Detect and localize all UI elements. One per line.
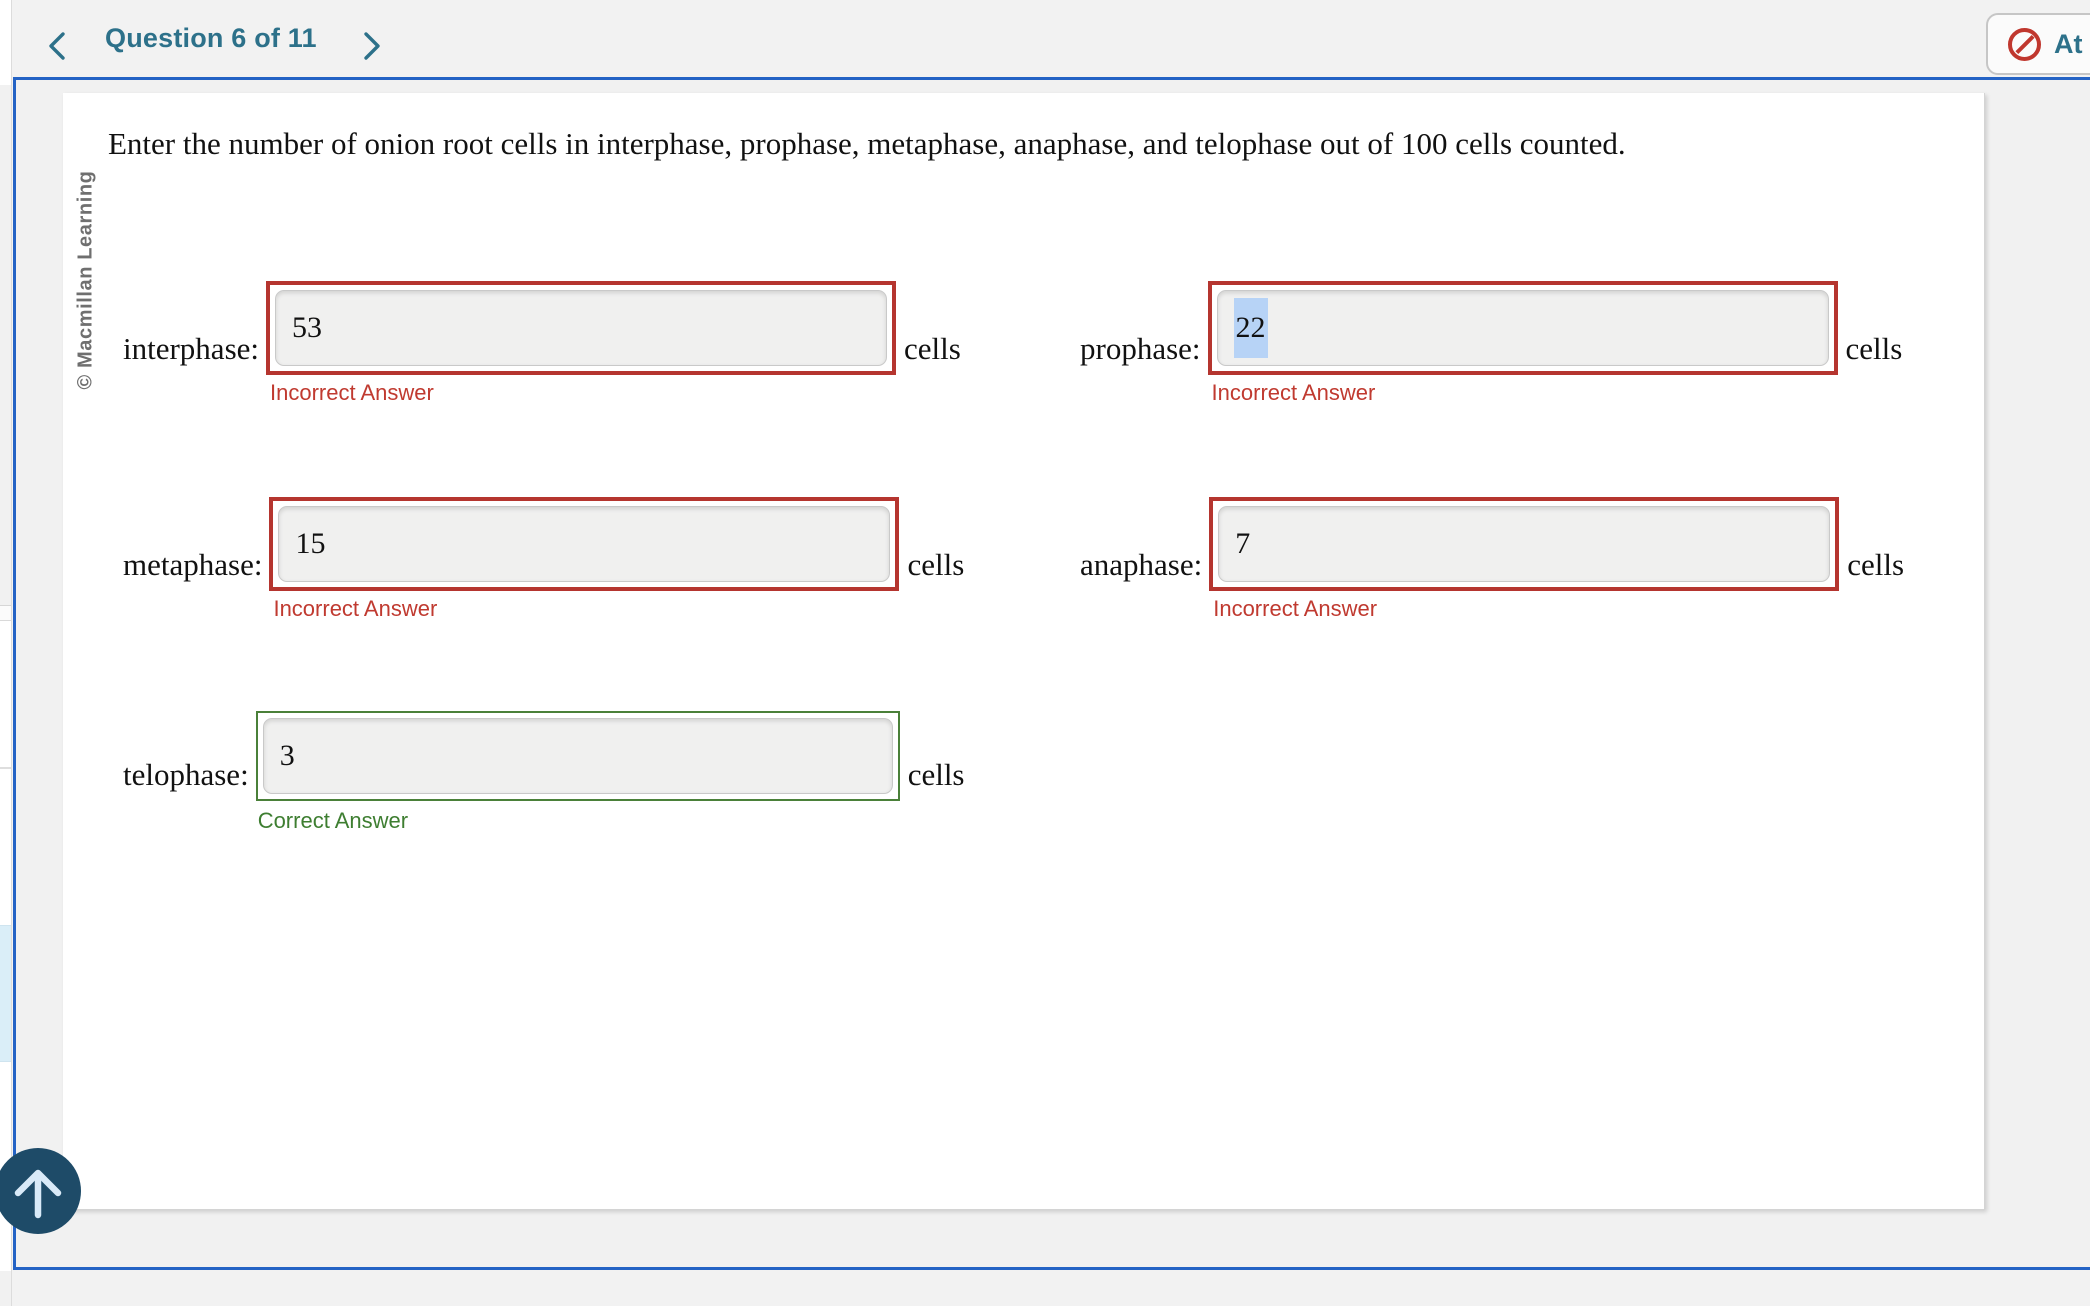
field-label: telophase:: [123, 757, 249, 792]
answer-box-incorrect: 7 Incorrect Answer: [1209, 497, 1840, 621]
left-gutter-segment: [0, 767, 11, 769]
field-row-interphase: interphase: 53 Incorrect Answer cells: [123, 281, 961, 405]
question-nav-bar: Question 6 of 11: [13, 0, 2090, 77]
answer-box-correct: 3 Correct Answer: [255, 711, 900, 833]
attempt-button-label: At: [2054, 28, 2083, 59]
input-value: 3: [279, 739, 295, 772]
field-row-anaphase: anaphase: 7 Incorrect Answer cells: [1080, 497, 1905, 621]
question-text: Enter the number of onion root cells in …: [108, 126, 1626, 161]
chevron-right-icon: [361, 30, 383, 62]
field-row-prophase: prophase: 22 Incorrect Answer cells: [1080, 281, 1903, 405]
input-value: 53: [292, 311, 323, 344]
field-label: interphase:: [123, 331, 260, 366]
feedback-label: Incorrect Answer: [273, 596, 438, 621]
field-label: prophase:: [1080, 331, 1201, 366]
input-value: 15: [295, 527, 326, 560]
selected-input-value: 22: [1233, 298, 1268, 358]
unit-label: cells: [1847, 547, 1905, 582]
question-counter: Question 6 of 11: [105, 23, 317, 53]
answer-box-incorrect: 15 Incorrect Answer: [269, 497, 900, 621]
question-panel: [63, 93, 1985, 1210]
next-question-button[interactable]: [361, 30, 383, 62]
left-gutter: [0, 0, 11, 1306]
unit-label: cells: [907, 547, 965, 582]
answer-box-incorrect: 53 Incorrect Answer: [266, 281, 897, 405]
field-label: metaphase:: [123, 547, 263, 582]
field-label: anaphase:: [1080, 547, 1203, 582]
attempt-button[interactable]: At: [1986, 13, 2090, 75]
input-value: 7: [1235, 527, 1251, 560]
anaphase-input[interactable]: 7: [1218, 506, 1831, 582]
left-gutter-highlight: [0, 925, 11, 1062]
copyright-vertical-text: © Macmillan Learning: [74, 170, 97, 390]
previous-question-button[interactable]: [46, 30, 68, 62]
feedback-label: Incorrect Answer: [270, 380, 434, 405]
prophase-input[interactable]: 22: [1216, 290, 1829, 366]
feedback-label: Incorrect Answer: [1211, 380, 1376, 405]
feedback-label: Incorrect Answer: [1213, 596, 1378, 621]
feedback-label: Correct Answer: [257, 808, 409, 833]
chevron-left-icon: [46, 30, 68, 62]
interphase-input[interactable]: 53: [275, 290, 888, 366]
telophase-input[interactable]: 3: [262, 718, 893, 794]
answer-box-incorrect: 22 Incorrect Answer: [1207, 281, 1838, 405]
left-gutter-divider: [11, 0, 12, 1306]
unit-label: cells: [907, 757, 965, 792]
arrow-up-icon: [8, 1161, 68, 1222]
left-gutter-segment: [0, 1271, 11, 1306]
left-gutter-segment: [0, 85, 11, 606]
unit-label: cells: [1845, 331, 1903, 366]
scroll-to-top-button[interactable]: [0, 1148, 81, 1234]
metaphase-input[interactable]: 15: [278, 506, 891, 582]
prohibition-icon: [2008, 27, 2041, 61]
field-row-metaphase: metaphase: 15 Incorrect Answer cells: [123, 497, 965, 621]
unit-label: cells: [904, 331, 961, 366]
field-row-telophase: telophase: 3 Correct Answer cells: [123, 711, 965, 833]
left-gutter-segment: [0, 606, 11, 621]
